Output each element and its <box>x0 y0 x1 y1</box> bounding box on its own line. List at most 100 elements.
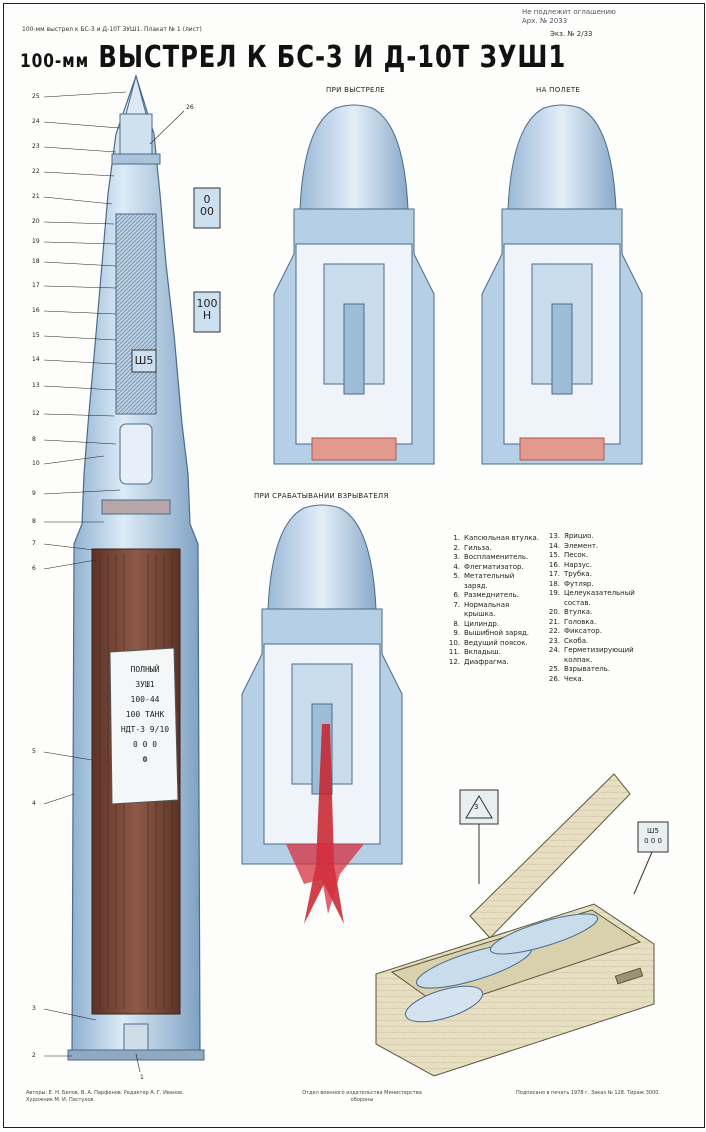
legend-text: Трубка. <box>564 570 592 578</box>
legend-number: 14. <box>548 541 560 550</box>
title-text: ВЫСТРЕЛ К БС-3 И Д-10Т ЗУШ1 <box>98 40 567 75</box>
charge-label-line: ЗУШ1 <box>135 680 155 689</box>
callout-leaders <box>43 91 185 1073</box>
legend-number: 8. <box>453 619 460 628</box>
legend-text: Диафрагма. <box>464 657 509 666</box>
legend-row: 15.Песок. <box>544 551 640 561</box>
callout-number: 26 <box>186 104 194 111</box>
legend-row: 17.Трубка. <box>544 570 640 580</box>
legend-text: Герметизирующий колпак. <box>564 646 634 664</box>
box-tag-line: 0 0 0 <box>644 837 662 845</box>
legend-number: 2. <box>453 543 460 552</box>
driving-band <box>101 499 171 515</box>
legend-row: 24. Герметизирующий колпак. <box>544 646 640 665</box>
box-tag <box>637 821 669 853</box>
head-piston <box>551 303 573 395</box>
legend-number: 24. <box>548 646 560 654</box>
legend-text: Ведущий поясок. <box>464 638 528 647</box>
charge-label-line: Ф <box>142 755 148 764</box>
legend-row: 14. Элемент. <box>544 542 640 552</box>
callout-number: 24 <box>32 118 40 125</box>
head-view-fuze <box>241 504 403 924</box>
footer-right: Подписано в печать 1978 г. Заказ № 128. … <box>516 1090 661 1096</box>
box-cartridge <box>489 913 599 955</box>
legend-text: Капсюльная втулка. <box>464 534 540 542</box>
callout-number: 5 <box>32 748 36 755</box>
legend-number: 26. <box>548 674 560 683</box>
legend-right: 13.Ярицио.14.Элемент.15.Песок.16.Нарзус.… <box>544 532 640 684</box>
legend-text: Головка. <box>564 617 597 626</box>
legend-number: 12. <box>448 657 460 666</box>
legend-text: Ярицио. <box>564 532 594 540</box>
legend-number: 3. <box>453 553 460 561</box>
callout-number: 8 <box>32 436 36 443</box>
box-handle <box>614 967 644 985</box>
stamp-line: Арх. № 2033 <box>522 17 568 25</box>
box-tag-line: Ш5 <box>647 827 659 835</box>
shell-tag <box>131 349 157 373</box>
callout-number: 7 <box>32 540 36 547</box>
legend-text: Цилиндр. <box>464 619 500 628</box>
legend-number: 9. <box>453 629 460 637</box>
legend-row: 6.Размеднитель. <box>444 591 540 601</box>
head-base-charge <box>519 437 605 461</box>
callout-number: 2 <box>32 1052 36 1059</box>
callout-number: 12 <box>32 410 40 417</box>
legend-number: 1. <box>453 534 460 542</box>
charge-label-sheet <box>109 647 179 805</box>
poster-subtitle: 100-мм выстрел к БС-3 и Д-10Т ЗУШ1. Плак… <box>22 26 202 33</box>
legend-text: Втулка. <box>564 608 593 616</box>
callout-number: 4 <box>32 800 36 807</box>
legend-number: 22. <box>548 627 560 635</box>
legend-row: 22. Фиксатор. <box>544 627 640 637</box>
legend-row: 7.Нормальная крышка. <box>444 601 540 620</box>
legend-row: 13.Ярицио. <box>544 532 640 542</box>
callout-number: 16 <box>32 307 40 314</box>
view-label-flight: НА ПОЛЕТЕ <box>536 86 581 94</box>
stamp-line: Не подлежит оглашению <box>522 8 616 16</box>
head-base-charge <box>311 437 397 461</box>
filler-section <box>115 213 157 415</box>
cartridge-cutaway <box>67 74 205 1061</box>
poster-title: 100-мм ВЫСТРЕЛ К БС-3 И Д-10Т ЗУШ1 <box>20 40 566 75</box>
charge-label-line: 100 ТАНК <box>125 710 165 719</box>
box-lid <box>469 773 631 939</box>
head-view-flight <box>481 104 643 465</box>
legend-number: 23. <box>548 636 560 645</box>
legend-text: Взрыватель. <box>564 665 611 673</box>
callout-number: 17 <box>32 282 40 289</box>
charge-label-line: ПОЛНЫЙ <box>130 665 160 674</box>
callout-number: 18 <box>32 258 40 265</box>
legend-row: 9. Вышибной заряд. <box>444 629 540 639</box>
legend-text: Воспламенитель. <box>464 553 529 561</box>
callout-number: 22 <box>32 168 40 175</box>
plate-1-text: 0 00 <box>194 194 220 218</box>
plate-2-text: 100 Н <box>194 298 220 322</box>
box-tag-text: Ш5 0 0 0 <box>638 826 668 846</box>
legend-row: 8. Цилиндр. <box>444 620 540 630</box>
callout-number: 20 <box>32 218 40 225</box>
legend-text: Чека. <box>564 674 584 683</box>
charge-label-line: НДТ-3 9/10 <box>120 725 170 734</box>
callout-number: 1 <box>140 1074 144 1081</box>
legend-number: 21. <box>548 617 560 626</box>
shell-cylinder <box>119 423 153 485</box>
legend-text: Нарзус. <box>564 560 592 569</box>
legend-row: 11.Вкладыш. <box>444 648 540 658</box>
legend-text: Метательный заряд. <box>464 572 515 590</box>
legend-row: 5.Метательный заряд. <box>444 572 540 591</box>
marking-plate-2 <box>193 291 221 333</box>
legend-row: 1. Капсюльная втулка. <box>444 534 540 544</box>
legend-row: 26. Чека. <box>544 675 640 685</box>
legend-number: 4. <box>453 562 460 571</box>
legend-text: Вышибной заряд. <box>464 629 529 637</box>
legend-row: 20.Втулка. <box>544 608 640 618</box>
legend-row: 25.Взрыватель. <box>544 665 640 675</box>
legend-text: Фиксатор. <box>564 627 602 635</box>
view-label-fuze: ПРИ СРАБАТЫВАНИИ ВЗРЫВАТЕЛЯ <box>254 492 389 500</box>
legend-row: 3. Воспламенитель. <box>444 553 540 563</box>
archive-stamp: Не подлежит оглашению Арх. № 2033 <box>522 8 616 26</box>
legend-row: 2.Гильза. <box>444 544 540 554</box>
legend-text: Элемент. <box>564 541 599 550</box>
legend-left: 1. Капсюльная втулка. 2.Гильза.3. Воспламен… <box>444 534 540 667</box>
